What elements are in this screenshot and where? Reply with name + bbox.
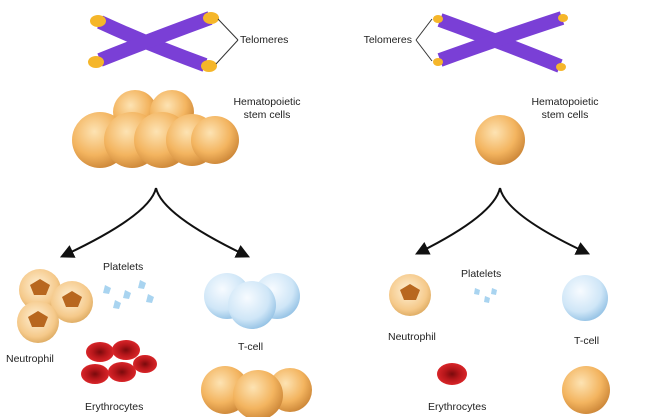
telomere-cap (558, 14, 568, 22)
erythrocyte (81, 364, 109, 384)
right-erythrocyte (437, 363, 467, 385)
telomere-cap (433, 58, 443, 66)
erythrocyte (133, 355, 157, 373)
right-tcell (562, 275, 608, 321)
left-bottom-stem-cells (201, 366, 312, 417)
right-erythrocytes-label: Erythrocytes (428, 401, 487, 413)
right-telomeres-label: Telomeres (363, 34, 412, 46)
right-tcell-label: T-cell (574, 335, 600, 347)
right-chromosome (433, 11, 568, 73)
left-hsc-label-line1: Hematopoietic (233, 96, 301, 108)
left-erythrocytes (81, 340, 157, 384)
left-erythrocytes-label: Erythrocytes (85, 401, 144, 413)
right-hsc-label-line2: stem cells (541, 109, 589, 121)
right-telomere-pointer (415, 18, 433, 62)
right-stem-cell (475, 115, 525, 165)
left-neutrophil-label: Neutrophil (6, 353, 54, 365)
erythrocyte (112, 340, 140, 360)
telomere-cap (556, 63, 566, 71)
right-platelets-label: Platelets (461, 268, 502, 280)
left-telomeres-label: Telomeres (240, 34, 289, 46)
erythrocyte (86, 342, 114, 362)
right-arrows (414, 187, 591, 255)
right-platelets (474, 288, 497, 303)
right-neutrophil-label: Neutrophil (388, 331, 436, 343)
left-hsc-label-line2: stem cells (243, 109, 291, 121)
left-neutrophils (17, 269, 93, 343)
left-arrows (59, 187, 251, 258)
stem-cell (233, 370, 283, 417)
right-hsc-label-line1: Hematopoietic (531, 96, 599, 108)
left-tcell-label: T-cell (238, 341, 264, 353)
left-tcells (204, 273, 300, 329)
telomere-cap (433, 15, 443, 23)
telomere-cap (201, 60, 217, 72)
tcell (228, 281, 276, 329)
left-platelets (103, 280, 154, 309)
right-bottom-stem-cell (562, 366, 610, 414)
left-telomere-pointer (215, 18, 239, 65)
telomere-cap (203, 12, 219, 24)
left-platelets-label: Platelets (103, 261, 144, 273)
left-chromosome (88, 11, 219, 72)
telomere-cap (90, 15, 106, 27)
erythrocyte (108, 362, 136, 382)
right-neutrophil (389, 274, 431, 316)
left-stem-cell-cluster (72, 90, 239, 168)
telomere-cap (88, 56, 104, 68)
stem-cell (191, 116, 239, 164)
